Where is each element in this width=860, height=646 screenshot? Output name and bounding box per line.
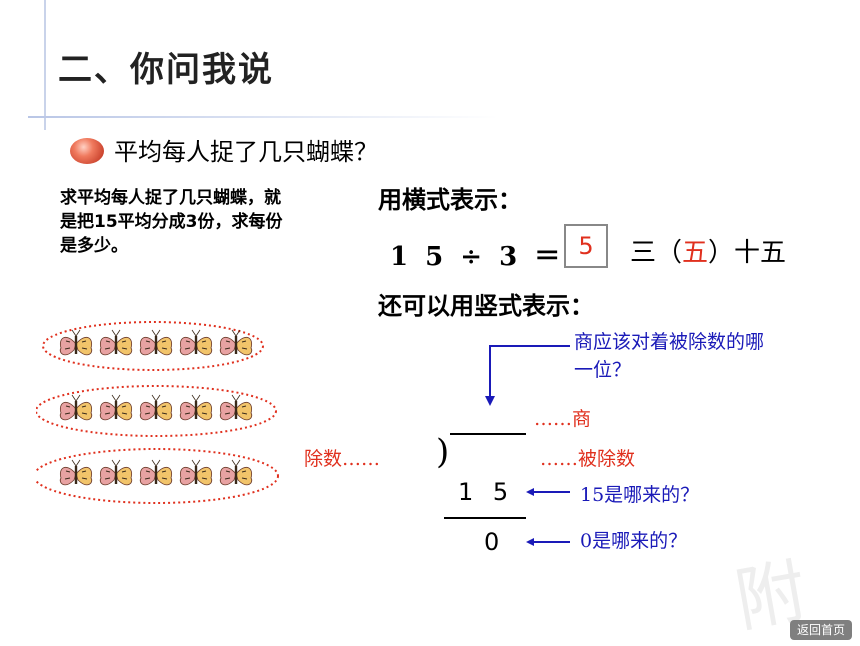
butterfly-groups [36,321,279,504]
where-15-question: 15是哪来的？ [580,484,700,506]
decor-horizontal-line [28,116,498,118]
rhyme-highlight: 五 [682,238,709,268]
explanation-text: 求平均每人捉了几只蝴蝶，就是把15平均分成3份，求每份是多少。 [60,188,283,256]
horizontal-form-label: 用横式表示： [378,186,522,214]
dividend-label: ……被除数 [540,448,636,470]
butterfly-icon [219,329,253,356]
arrow-15-head [526,488,534,496]
where-0-question: 0是哪来的？ [580,530,688,552]
butterfly-icon [59,329,93,356]
vertical-form-label: 还可以用竖式表示： [378,292,594,320]
division-expression: 1 5 ÷ 3 ＝ [390,242,565,272]
butterfly-icon [99,459,133,486]
page-title: 二、你问我说 [58,50,274,90]
butterfly-icon [59,394,93,421]
butterfly-icon [219,459,253,486]
butterfly-icon [139,459,173,486]
quotient-position-question: 商应该对着被除数的哪一位？ [574,331,765,381]
butterfly-icon [99,394,133,421]
butterfly-icon [59,459,93,486]
division-product: 1 5 [458,478,515,506]
multiplication-rhyme: 三（五）十五 [630,232,786,269]
butterfly-icon [139,394,173,421]
back-home-button[interactable]: 返回首页 [790,620,852,640]
butterfly-icon [179,459,213,486]
butterfly-icon [179,329,213,356]
group-oval-1 [42,321,264,371]
answer-box: 5 [564,224,608,268]
butterfly-icon [219,394,253,421]
group-oval-3 [36,448,279,504]
division-remainder: 0 [484,528,500,556]
question-text: 平均每人捉了几只蝴蝶？ [114,138,378,166]
arrow-0-head [526,538,534,546]
arrow-head-quotient [485,396,495,406]
arrow-to-quotient [489,345,570,400]
bullet-ball-icon [70,138,104,164]
butterfly-icon [99,329,133,356]
decor-vertical-line [44,0,46,130]
rhyme-after: ）十五 [708,238,787,268]
butterfly-icon [139,329,173,356]
rhyme-before: 三（ [630,238,683,268]
division-bracket: ) [436,432,450,472]
quotient-label: ……商 [534,408,592,430]
butterfly-icon [179,394,213,421]
long-division-diagram [444,345,570,546]
group-oval-2 [36,385,277,437]
divisor-label: 除数…… [304,448,381,470]
